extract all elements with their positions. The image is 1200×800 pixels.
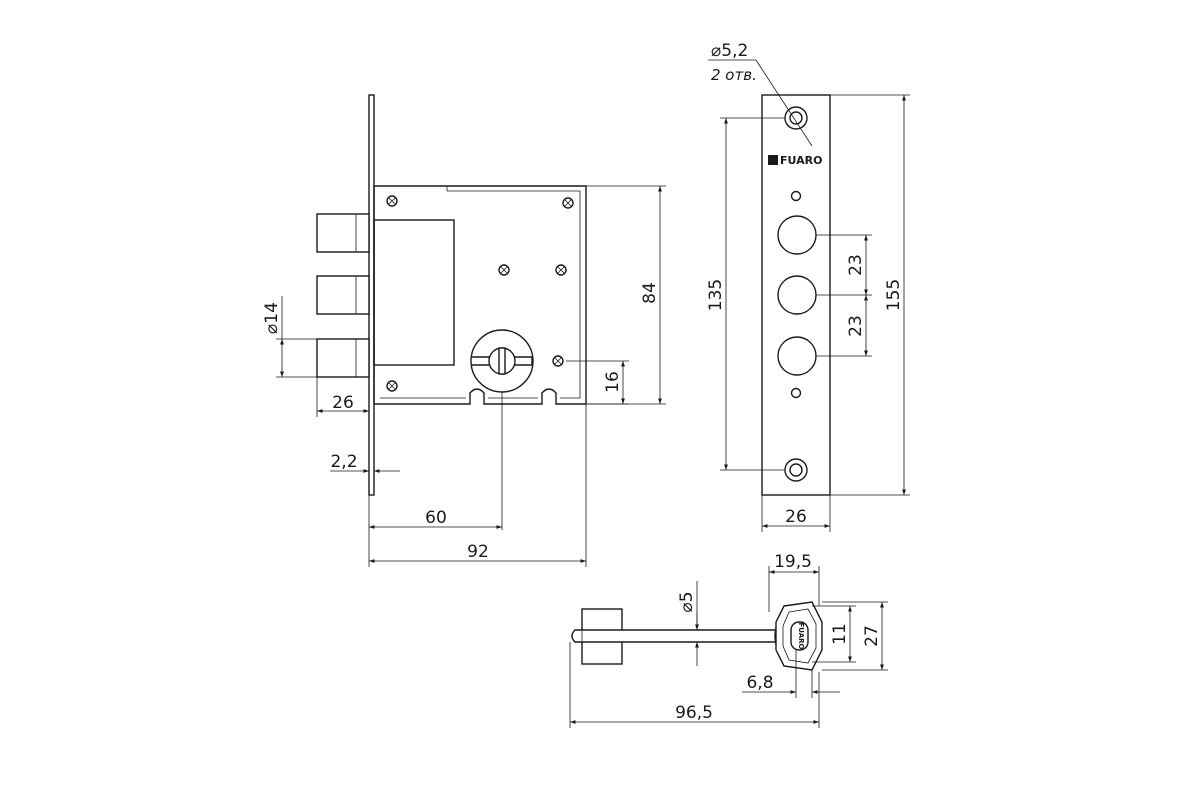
hole-count-label: 2 отв. <box>711 66 757 84</box>
key-shaft <box>571 629 779 643</box>
screw-icon <box>562 197 574 209</box>
dim-bolt-dia-label: ⌀14 <box>262 302 282 334</box>
dim-collar-label: 6,8 <box>746 673 773 693</box>
dim-shaft-dia-label: ⌀5 <box>677 591 697 612</box>
screw-icon <box>386 195 398 207</box>
dim-key-offset-label: 16 <box>603 371 623 393</box>
lock-case <box>373 185 587 405</box>
faceplate-side <box>368 94 375 496</box>
bolt-bottom <box>316 338 370 378</box>
faceplate-front-view: FUARO ⌀5,2 2 отв. 135 155 23 23 <box>706 41 910 532</box>
brand-logo-mark <box>768 155 778 165</box>
dim-bolt-pitch-1-label: 23 <box>846 254 866 276</box>
dim-width-label: 26 <box>785 507 807 527</box>
dim-bolt-pitch-2-label: 23 <box>846 315 866 337</box>
bolt-top <box>316 213 370 253</box>
dim-total-label: 96,5 <box>675 703 713 723</box>
dim-length-label: 155 <box>884 279 904 311</box>
dim-head-height-label: 27 <box>862 625 882 647</box>
dim-holes-label: 135 <box>706 279 726 311</box>
bolt-carrier <box>373 219 455 366</box>
key-view: FUARO 19,5 ⌀5 11 27 6,8 96,5 <box>569 552 888 728</box>
dim-plate-label: 2,2 <box>330 452 357 472</box>
key-logo: FUARO <box>797 622 805 649</box>
dim-head-width-label: 19,5 <box>774 552 812 572</box>
screw-icon <box>555 264 567 276</box>
dim-height-label: 84 <box>640 282 660 304</box>
brand-logo: FUARO <box>780 154 822 167</box>
dim-backset-label: 60 <box>425 508 447 528</box>
dim-hole-dia-label: ⌀5,2 <box>711 41 748 61</box>
keyhole-icon <box>470 329 534 393</box>
dim-bolt-len-label: 26 <box>332 393 354 413</box>
screw-icon <box>498 264 510 276</box>
screw-icon <box>552 355 564 367</box>
screw-icon <box>386 380 398 392</box>
lock-side-view: 84 16 ⌀14 26 2,2 60 92 <box>262 94 666 567</box>
dim-depth-label: 92 <box>467 542 489 562</box>
dim-inner-label: 11 <box>830 623 850 645</box>
bolt-middle <box>316 275 370 315</box>
